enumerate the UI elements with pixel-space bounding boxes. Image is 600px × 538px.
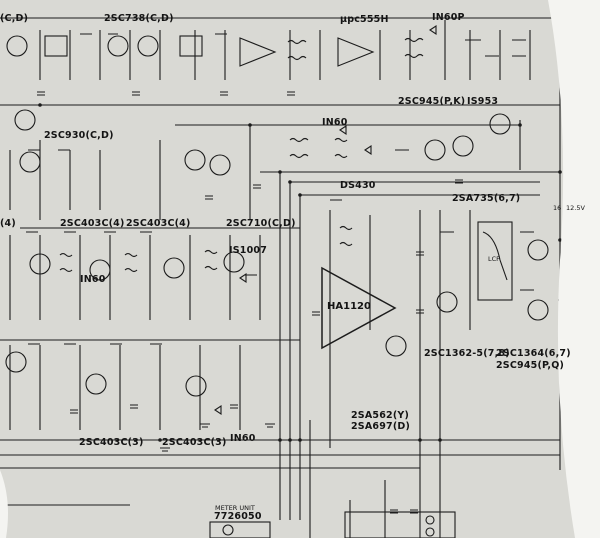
transistor-label-2sc945: 2SC945(P,K) <box>398 96 466 107</box>
transistor-label-2sc403c-bottom-left: 2SC403C(3) <box>79 437 144 448</box>
supply-voltage-label: 12.5V <box>566 204 585 212</box>
transistor-label-2sa735: 2SA735(6,7) <box>452 193 521 204</box>
diode-label-in60-bottom: IN60 <box>230 433 256 444</box>
transistor-label-2sc403c-bottom-mid: 2SC403C(3) <box>162 437 227 448</box>
node-number-16: 16 <box>553 204 562 212</box>
diode-label-ds430: DS430 <box>340 180 376 191</box>
transistor-label-2sc1364: 2SC1364(6,7) <box>496 348 571 359</box>
transistor-label-2sc945-pq: 2SC945(P,Q) <box>496 360 565 371</box>
transistor-label-2sa697: 2SA697(D) <box>351 421 411 432</box>
diode-label-is1007: IS1007 <box>229 245 268 256</box>
transistor-label-2sc738: 2SC738(C,D) <box>104 13 174 24</box>
diode-label-in60p: IN60P <box>432 12 465 23</box>
transistor-label-2sc403c-mid: 2SC403C(4) <box>126 218 191 229</box>
transistor-label-cd: (C,D) <box>0 13 29 24</box>
diode-label-is953: IS953 <box>467 96 499 107</box>
ic-label-ha1120: HA1120 <box>327 301 371 312</box>
transistor-label-2sc403c-left: 2SC403C(4) <box>60 218 125 229</box>
diode-label-in60-upper: IN60 <box>322 117 348 128</box>
meter-unit-label: METER UNIT <box>215 504 255 512</box>
node-label-4: (4) <box>0 218 16 229</box>
ic-label-upc555h: μpc555H <box>340 14 389 25</box>
transistor-label-2sa562: 2SA562(Y) <box>351 410 409 421</box>
transistor-label-2sc710: 2SC710(C,D) <box>226 218 296 229</box>
transistor-label-2sc1362: 2SC1362-5(7,8) <box>424 348 510 359</box>
filter-label-lcf: LCF <box>488 255 500 263</box>
transistor-label-2sc930: 2SC930(C,D) <box>44 130 114 141</box>
diode-label-in60-mid: IN60 <box>80 274 106 285</box>
meter-part-number: 7726050 <box>214 511 262 522</box>
